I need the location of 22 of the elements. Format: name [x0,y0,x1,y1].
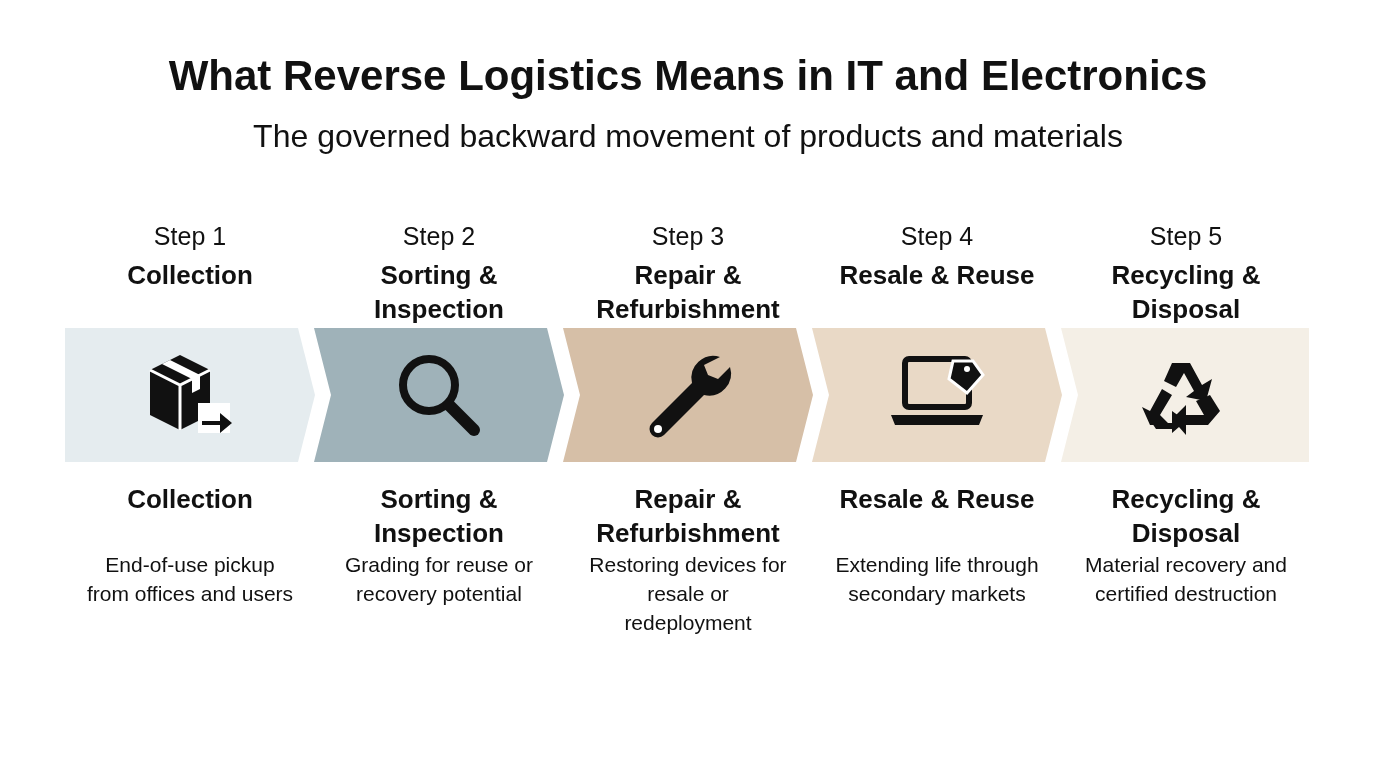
step-heading: Recycling & Disposal [1110,259,1262,326]
step-heading: Recycling & Disposal [1110,483,1262,550]
step-description: Grading for reuse or recovery potential [344,552,534,607]
step-heading: Sorting & Inspection [373,483,505,550]
step-number: Step 2 [402,222,476,250]
step-heading: Collection [126,259,254,292]
step-number: Step 4 [900,222,974,250]
step-description: Material recovery and certified destruction [1084,552,1288,607]
step-heading: Repair & Refurbishment [595,259,781,326]
step-number: Step 3 [651,222,725,250]
subtitle: The governed backward movement of products and materials [253,118,1123,155]
title: What Reverse Logistics Means in IT and Electronics [168,52,1208,100]
step-heading: Sorting & Inspection [373,259,505,326]
step-number: Step 1 [153,222,227,250]
step-description: Extending life through secondary markets [834,552,1040,607]
step-number: Step 5 [1149,222,1223,250]
step-heading: Collection [126,483,254,516]
step-heading: Repair & Refurbishment [595,483,781,550]
step-heading: Resale & Reuse [838,259,1036,292]
step-description: End-of-use pickup from offices and users [85,552,295,607]
step-heading: Resale & Reuse [838,483,1036,516]
step-description: Restoring devices for resale or redeployment [588,552,788,636]
